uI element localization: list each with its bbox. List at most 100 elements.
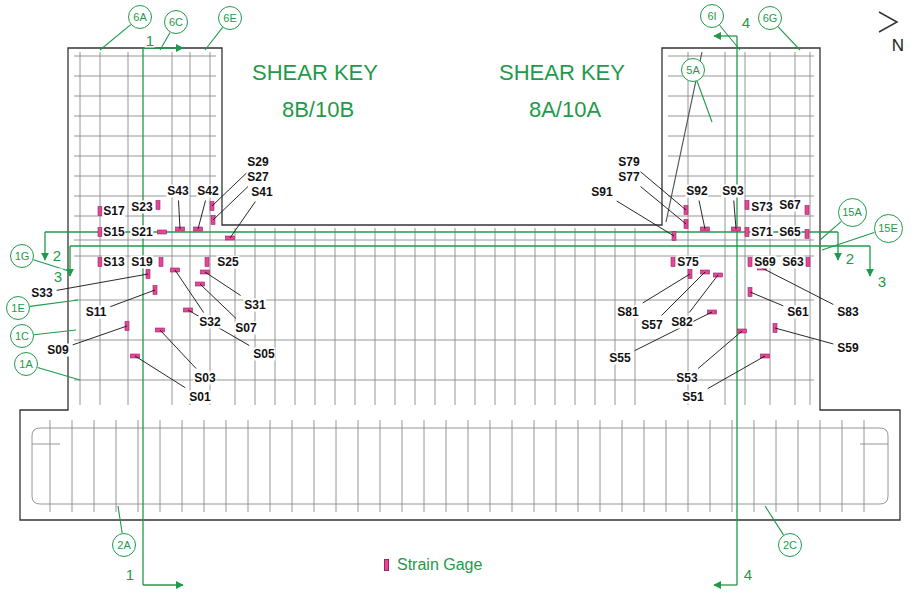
shear-key-label: 8B/10B [282, 98, 354, 122]
bar-mark-circle: 6I [700, 4, 724, 28]
strain-gage-label: S21 [130, 226, 153, 239]
bar-mark-circle: 1C [10, 324, 34, 348]
strain-gage-label: S93 [721, 185, 744, 198]
bar-mark: 15A [842, 206, 862, 218]
bar-mark: 6G [763, 12, 778, 24]
section-line [736, 36, 737, 585]
strain-gage-label: S77 [617, 171, 640, 184]
section-mark: 4 [741, 15, 751, 30]
bar-mark-circle: 6E [218, 6, 242, 30]
bar-mark-leader [34, 330, 76, 335]
strain-gage-label: S11 [85, 306, 108, 319]
strain-gage-label: S09 [46, 344, 69, 357]
gage-leader [73, 326, 127, 345]
gage-leader [57, 274, 148, 290]
gage-leader [175, 270, 204, 313]
section-mark: 3 [877, 274, 887, 289]
gage-leader [698, 331, 742, 369]
strain-gage [156, 201, 160, 210]
bar-mark-leader [160, 32, 170, 50]
strain-gage-label: S83 [836, 306, 859, 319]
gage-leader [617, 201, 674, 236]
gage-leader [640, 172, 686, 211]
strain-gage-label: S81 [616, 306, 639, 319]
bar-mark-circle: 6A [128, 5, 152, 29]
legend-swatch [384, 559, 389, 571]
legend-text: Strain Gage [397, 556, 482, 574]
bar-mark: 15E [878, 222, 898, 234]
strain-gage-label: S57 [640, 319, 663, 332]
gage-leader [641, 187, 686, 225]
strain-gage-label: S27 [246, 171, 269, 184]
bar-mark-leader [765, 506, 784, 535]
bar-mark: 6E [223, 12, 236, 24]
shear-key-label: 8A/10A [529, 98, 601, 122]
strain-gage-label: S92 [685, 185, 708, 198]
rebar [74, 228, 814, 405]
north-arrow [879, 12, 897, 32]
bar-mark: 1G [15, 250, 30, 262]
gage-leader [205, 272, 241, 296]
shear-key-label: SHEAR KEY [499, 61, 625, 85]
bar-mark-leader [822, 233, 874, 250]
shear-key-label: SHEAR KEY [252, 61, 378, 85]
bar-mark: 6C [169, 16, 183, 28]
strain-gage-label: S82 [670, 316, 693, 329]
bar-mark-circle: 1G [10, 244, 34, 268]
bar-mark: 6A [133, 11, 146, 23]
strain-gage-label: S33 [30, 287, 53, 300]
gage-leader [775, 328, 833, 344]
bar-mark-leader [30, 300, 78, 306]
strain-gage [745, 228, 749, 237]
bar-mark-leader [778, 27, 800, 50]
gage-leader [110, 290, 155, 307]
strain-gage [671, 258, 675, 267]
section-arrow [143, 47, 183, 48]
rebar [32, 420, 888, 512]
bar-mark-leader [38, 367, 80, 380]
gage-leader [230, 202, 255, 239]
strain-gage-label: S42 [196, 185, 219, 198]
strain-gage-label: S19 [130, 256, 153, 269]
strain-gage-label: S63 [781, 256, 804, 269]
gage-leader [750, 292, 783, 306]
strain-gage [159, 258, 163, 267]
strain-gage-label: S51 [681, 391, 704, 404]
strain-gage-label: S67 [778, 199, 801, 212]
strain-gage-label: S03 [193, 372, 216, 385]
gage-leader [734, 201, 736, 230]
strain-gage-label: S53 [675, 372, 698, 385]
section-mark: 3 [53, 269, 63, 284]
strain-gage-label: S61 [786, 306, 809, 319]
gage-leader [198, 201, 206, 230]
strain-gage [805, 230, 809, 239]
gage-leader [662, 272, 706, 316]
section-mark: 4 [743, 567, 753, 582]
bar-mark-leader [820, 222, 841, 240]
strain-gage-label: S41 [250, 186, 273, 199]
strain-gage-label: S75 [676, 256, 699, 269]
gage-leader [708, 356, 765, 389]
bar-mark: 6I [707, 10, 716, 22]
strain-gage-label: S91 [590, 186, 613, 199]
strain-gage-label: S29 [246, 156, 269, 169]
north-label: N [892, 37, 904, 55]
bar-mark: 2C [783, 539, 797, 551]
section-arrow [714, 584, 737, 585]
strain-gage-label: S32 [198, 316, 221, 329]
strain-gage-label: S15 [102, 226, 125, 239]
bar-mark: 2A [117, 539, 130, 551]
strain-gage-label: S55 [608, 352, 631, 365]
strain-gage [748, 258, 752, 267]
section-arrow [44, 232, 45, 260]
strain-gage [745, 201, 749, 210]
strain-gage-label: S71 [750, 226, 773, 239]
rebar-group [32, 52, 888, 512]
strain-gage-label: S23 [130, 201, 153, 214]
strain-gage-label: S31 [243, 299, 266, 312]
gage-leader [200, 284, 236, 319]
gage-leader [689, 275, 718, 313]
bar-mark-circle: 2A [112, 533, 136, 557]
